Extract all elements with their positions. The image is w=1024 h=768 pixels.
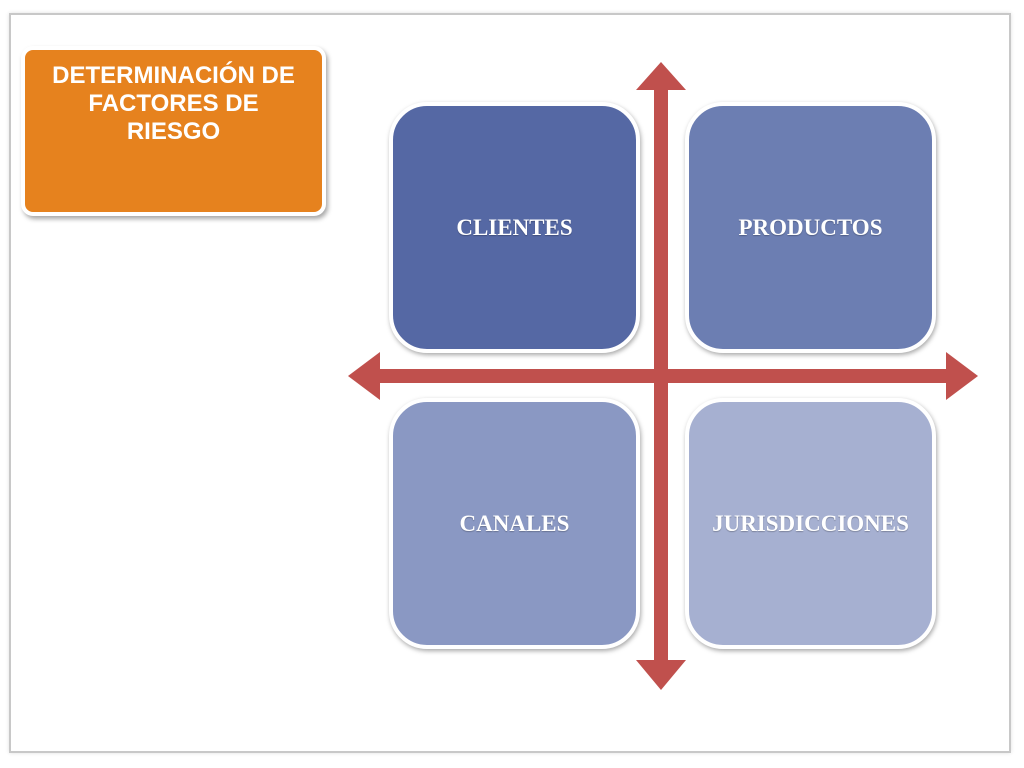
- quadrant-jurisdicciones: JURISDICCIONES: [685, 398, 936, 649]
- right-arrowhead: [946, 352, 978, 400]
- quadrant-label: JURISDICCIONES: [712, 510, 909, 536]
- quadrant-canales: CANALES: [389, 398, 640, 649]
- up-arrowhead: [636, 62, 686, 90]
- quadrant-label: CLIENTES: [456, 214, 573, 240]
- left-arrowhead: [348, 352, 380, 400]
- quadrant-clientes: CLIENTES: [389, 102, 640, 353]
- horizontal-axis-line: [378, 369, 948, 383]
- title-box: DETERMINACIÓN DE FACTORES DE RIESGO: [21, 46, 326, 216]
- down-arrowhead: [636, 660, 686, 690]
- quadrant-label: PRODUCTOS: [738, 214, 883, 240]
- quadrant-label: CANALES: [459, 510, 570, 536]
- title-text: DETERMINACIÓN DE FACTORES DE RIESGO: [52, 62, 295, 145]
- quadrant-productos: PRODUCTOS: [685, 102, 936, 353]
